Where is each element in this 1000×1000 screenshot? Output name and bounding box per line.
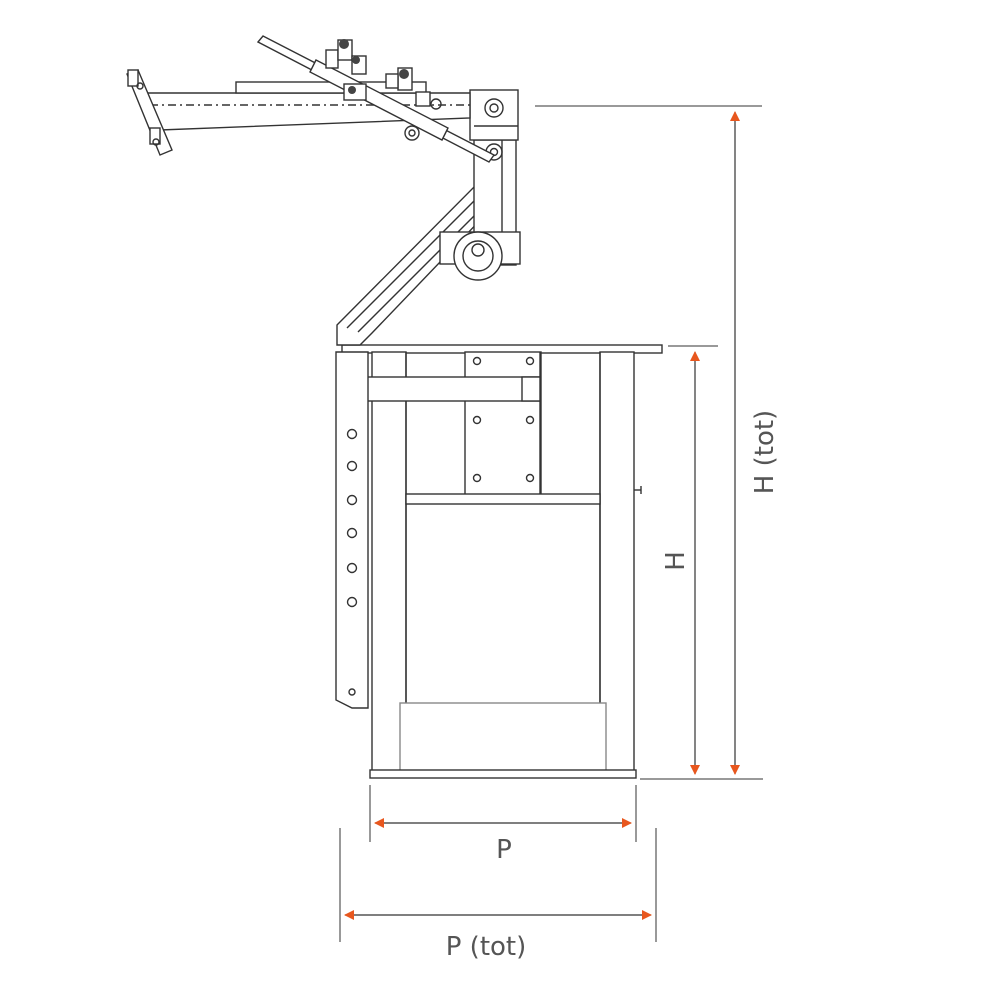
pneumatic-fittings xyxy=(325,39,442,110)
p-tot-label: P (tot) xyxy=(446,932,527,962)
machine-drawing xyxy=(126,35,663,779)
squeegee-rod xyxy=(256,35,496,163)
horizontal-arm xyxy=(341,358,541,402)
screen-clamp xyxy=(126,69,173,156)
upper-column xyxy=(439,139,521,281)
stand-frame xyxy=(341,344,663,779)
h-tot-label: H (tot) xyxy=(750,410,780,494)
p-label: P xyxy=(496,835,512,865)
h-label: H xyxy=(661,551,691,571)
adjustment-bar xyxy=(335,351,369,709)
print-arm xyxy=(143,81,471,141)
dimension-annotations: H (tot) H P P (tot) xyxy=(339,105,780,962)
